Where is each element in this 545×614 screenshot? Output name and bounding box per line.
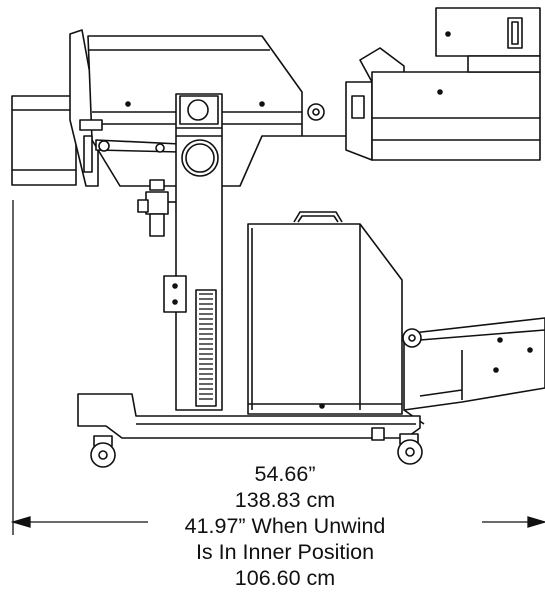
dimension-label-unwind: 41.97” When Unwind	[184, 514, 386, 538]
central-column	[175, 93, 223, 411]
column-vent-slots	[199, 293, 213, 400]
unwind-unit	[345, 7, 541, 161]
column-bracket	[163, 275, 187, 313]
dimension-arrow-right	[527, 516, 545, 528]
dimension-label-unwind-cm: 106.60 cm	[234, 566, 336, 590]
middle-cabinet	[247, 211, 403, 415]
caster-right	[397, 433, 423, 465]
conveyor-extension	[402, 317, 545, 425]
dimension-arrow-left	[10, 516, 31, 528]
head-housing	[87, 35, 372, 187]
dimension-label-cm: 138.83 cm	[234, 488, 336, 512]
caster-left	[90, 435, 116, 468]
base-frame	[77, 393, 421, 441]
dimension-label-in: 54.66”	[254, 462, 316, 486]
filter-regulator	[137, 179, 176, 237]
linkage-arm	[79, 119, 181, 173]
dimension-line	[10, 200, 545, 535]
dimension-label-position: Is In Inner Position	[195, 540, 375, 564]
